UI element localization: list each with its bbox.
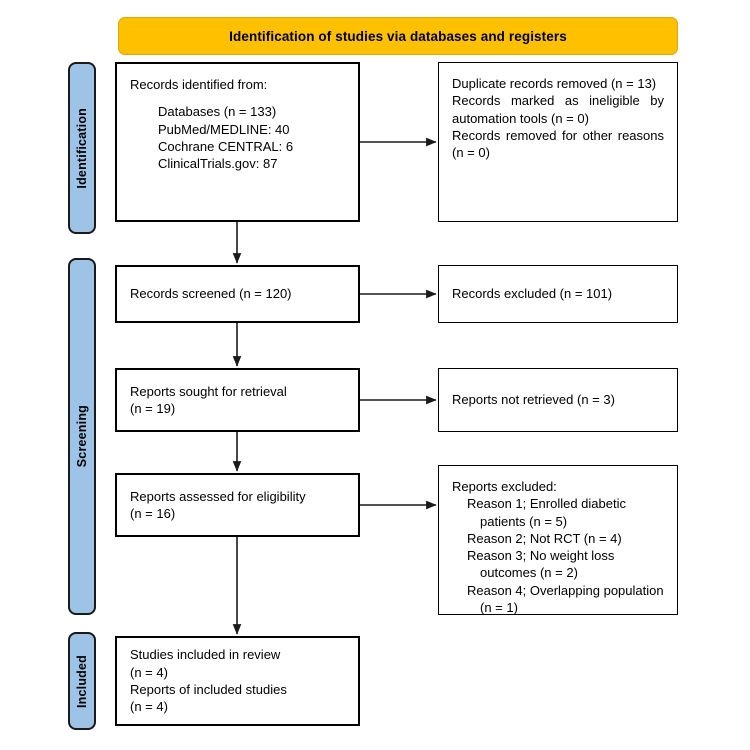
- reports-not-retrieved-text: Reports not retrieved (n = 3): [452, 392, 615, 408]
- records-identified-databases: Databases (n = 133): [158, 104, 277, 120]
- box-reports-excluded: Reports excluded: Reason 1; Enrolled dia…: [438, 465, 678, 615]
- reports-excluded-reason-1: Reason 1; Enrolled diabetic patients (n …: [467, 496, 630, 529]
- studies-included-text: Studies included in review: [130, 647, 281, 663]
- records-identified-pubmed: PubMed/MEDLINE: 40: [158, 121, 290, 137]
- reports-included-text: Reports of included studies: [130, 682, 287, 697]
- box-studies-included: Studies included in review (n = 4) Repor…: [115, 636, 360, 726]
- box-records-excluded: Records excluded (n = 101): [438, 265, 678, 323]
- reports-excluded-reason-2: Reason 2; Not RCT (n = 4): [467, 530, 622, 546]
- box-records-removed: Duplicate records removed (n = 13) Recor…: [438, 62, 678, 222]
- records-removed-other: Records removed for other reasons (n = 0…: [452, 127, 668, 161]
- box-reports-assessed: Reports assessed for eligibility (n = 16…: [115, 473, 360, 537]
- identification-banner: Identification of studies via databases …: [118, 17, 678, 55]
- duplicate-records-removed: Duplicate records removed (n = 13): [452, 76, 657, 91]
- studies-included-count: (n = 4): [130, 664, 168, 680]
- reports-excluded-title: Reports excluded:: [452, 479, 557, 494]
- stage-tab-screening: Screening: [68, 258, 96, 615]
- reports-assessed-count: (n = 16): [130, 506, 176, 521]
- reports-excluded-reason-3: Reason 3; No weight loss outcomes (n = 2…: [467, 548, 619, 581]
- stage-tab-identification-label: Identification: [75, 107, 89, 189]
- records-identified-clinicaltrials: ClinicalTrials.gov: 87: [158, 156, 278, 172]
- reports-assessed-text: Reports assessed for eligibility: [130, 488, 306, 504]
- box-records-screened: Records screened (n = 120): [115, 265, 360, 323]
- reports-excluded-reason-4: Reason 4; Overlapping population (n = 1): [467, 582, 668, 615]
- records-marked-ineligible: Records marked as ineligible by automati…: [452, 93, 668, 126]
- records-identified-cochrane: Cochrane CENTRAL: 6: [158, 138, 294, 154]
- records-screened-text: Records screened (n = 120): [130, 286, 292, 302]
- records-excluded-text: Records excluded (n = 101): [452, 286, 613, 302]
- reports-included-count: (n = 4): [130, 699, 168, 715]
- box-reports-not-retrieved: Reports not retrieved (n = 3): [438, 368, 678, 432]
- box-records-identified: Records identified from: Databases (n = …: [115, 62, 360, 222]
- stage-tab-included-label: Included: [75, 654, 89, 708]
- reports-sought-text: Reports sought for retrieval: [130, 383, 287, 399]
- box-reports-sought: Reports sought for retrieval (n = 19): [115, 368, 360, 432]
- reports-sought-count: (n = 19): [130, 401, 176, 416]
- records-identified-title: Records identified from:: [130, 77, 268, 92]
- stage-tab-included: Included: [68, 632, 96, 730]
- stage-tab-identification: Identification: [68, 62, 96, 234]
- banner-title: Identification of studies via databases …: [229, 28, 567, 44]
- stage-tab-screening-label: Screening: [75, 405, 89, 468]
